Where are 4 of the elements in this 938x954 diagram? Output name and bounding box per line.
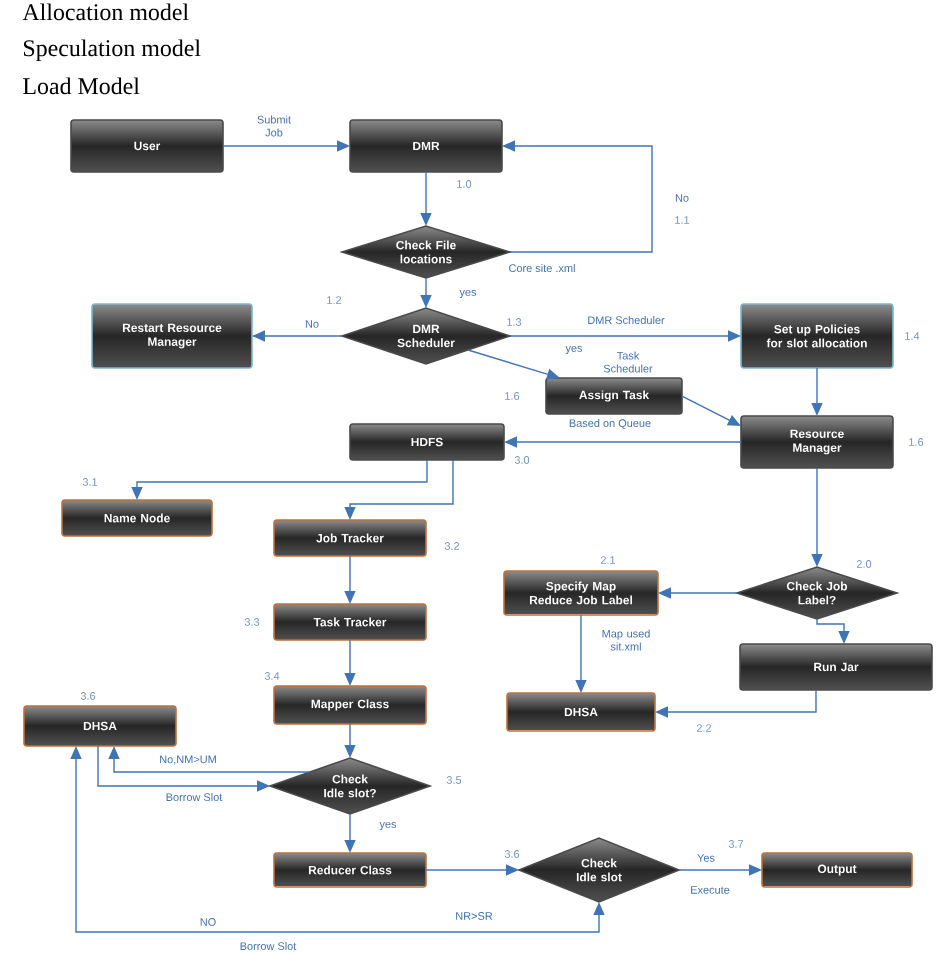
model-name: Load Model — [23, 77, 140, 95]
model-name: Speculation model — [24, 39, 201, 62]
arrow — [681, 395, 741, 426]
model-name: Allocation model — [22, 3, 189, 21]
